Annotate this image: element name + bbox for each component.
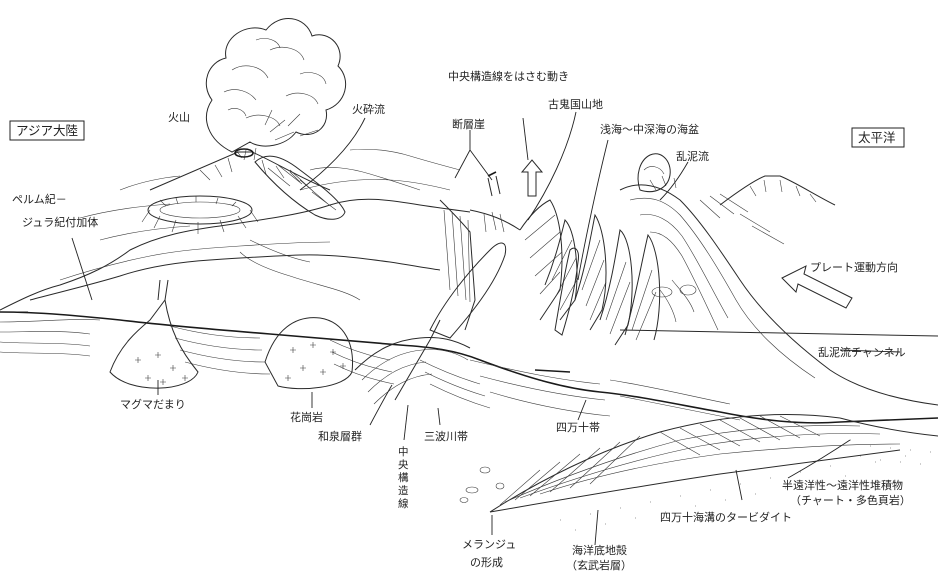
label-mtl-movement: 中央構造線をはさむ動き (448, 69, 569, 83)
label-mtl-char-5: 線 (398, 497, 409, 510)
label-mtl-char-2: 央 (398, 458, 409, 471)
volcanic-ash-cloud (206, 19, 345, 160)
label-fault-cliff: 断層崖 (452, 117, 485, 131)
land-surface (0, 149, 470, 310)
label-asia: アジア大陸 (16, 123, 78, 138)
pyroclastic-flow-deposit (255, 156, 345, 219)
label-pelagic-2: （チャート・多色頁岩） (790, 493, 911, 507)
label-oceanic-crust-1: 海洋底地殻 (572, 543, 627, 557)
label-pyroclastic-flow: 火砕流 (352, 102, 385, 116)
label-turbidity-current: 乱泥流 (676, 149, 709, 163)
caldera (142, 196, 258, 234)
label-permian-jurassic-1: ペルム紀－ (12, 193, 67, 206)
label-oceanic-crust-2: （玄武岩層） (566, 558, 632, 572)
distant-volcano (720, 176, 835, 205)
label-shallow-basin: 浅海～中深海の海盆 (600, 122, 699, 136)
label-plate-motion: プレート運動方向 (810, 260, 898, 274)
fault-cliff-zone (440, 160, 542, 330)
label-shimanto-belt: 四万十帯 (556, 420, 600, 434)
accretionary-ridges (430, 200, 660, 345)
label-sanbagawa-belt: 三波川帯 (424, 430, 468, 443)
label-volcano: 火山 (168, 111, 190, 124)
label-granite: 花崗岩 (290, 410, 323, 424)
sea-level-line (620, 330, 938, 336)
label-permian-jurassic-2: ジュラ紀付加体 (22, 215, 98, 229)
label-magma-chamber: マグマだまり (120, 397, 186, 411)
label-mtl-char-3: 構 (398, 471, 409, 484)
label-shimanto-turbidite: 四万十海溝のタービダイト (660, 510, 792, 524)
label-pacific: 太平洋 (858, 130, 896, 145)
label-melange-1: メランジュ (462, 538, 516, 551)
label-mtl-char-4: 造 (398, 484, 409, 497)
label-turbidity-channel: 乱泥流チャンネル (818, 345, 906, 359)
label-mtl-char-1: 中 (398, 445, 409, 458)
label-pelagic-1: 半遠洋性～遠洋性堆積物 (782, 478, 903, 492)
label-kosaka-mountains: 古鬼国山地 (548, 97, 603, 111)
label-izumi-group: 和泉層群 (318, 429, 362, 443)
label-melange-2: の形成 (470, 556, 503, 569)
